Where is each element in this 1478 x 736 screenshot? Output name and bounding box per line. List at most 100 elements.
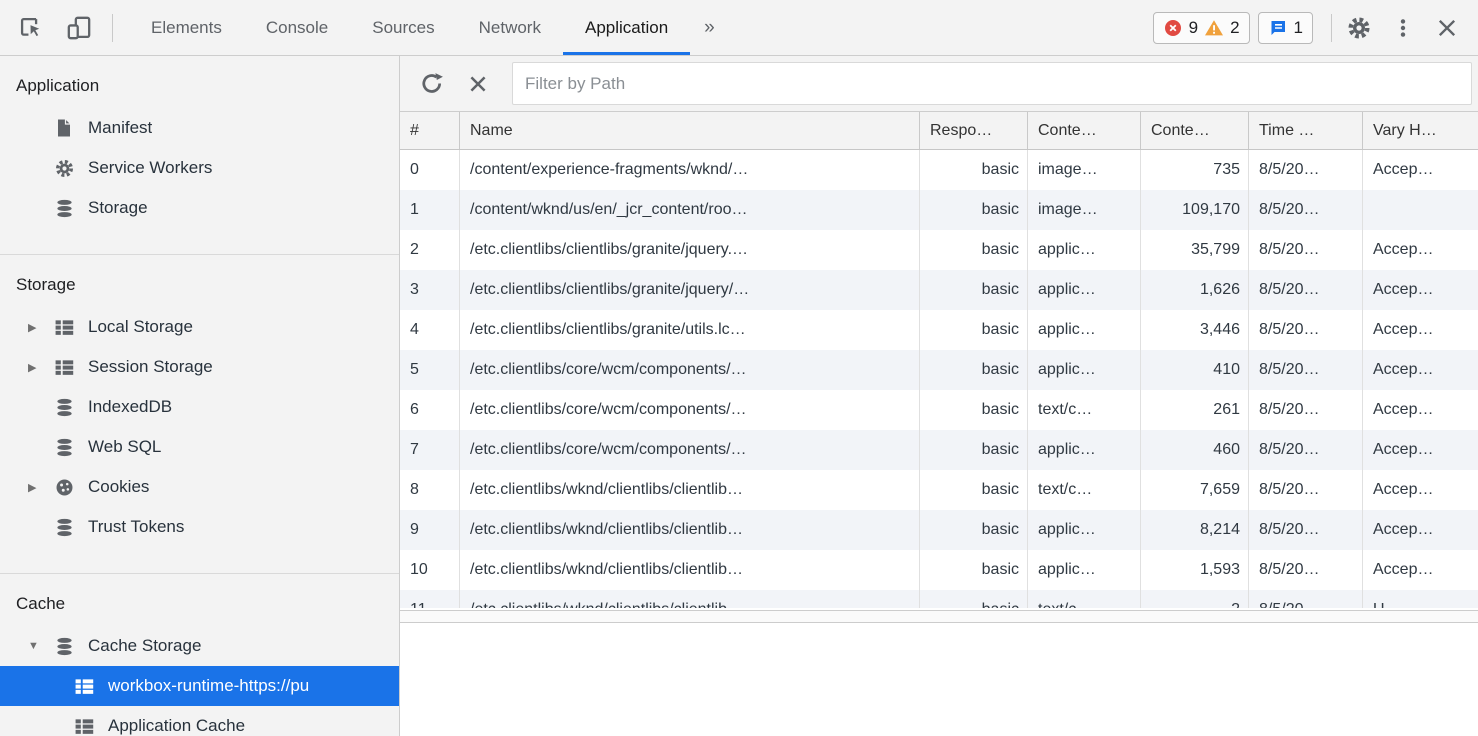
toolbar-divider: [1331, 13, 1332, 42]
table-row[interactable]: 6/etc.clientlibs/core/wcm/components/…ba…: [400, 390, 1478, 430]
inspect-icon[interactable]: [14, 11, 48, 45]
table-row[interactable]: 0/content/experience-fragments/wknd/…bas…: [400, 150, 1478, 190]
table-row[interactable]: 11/etc.clientlibs/wknd/clientlibs/client…: [400, 590, 1478, 608]
section-title: Application: [16, 76, 100, 95]
table-row[interactable]: 10/etc.clientlibs/wknd/clientlibs/client…: [400, 550, 1478, 590]
cell: text/c…: [1028, 470, 1141, 510]
cell: Accep…: [1373, 321, 1434, 338]
clear-icon[interactable]: [460, 66, 496, 102]
cell: 5: [400, 350, 460, 390]
sidebar-item-storage[interactable]: Storage: [0, 188, 399, 228]
table-icon: [54, 317, 76, 337]
sidebar-item-cache-storage[interactable]: ▼Cache Storage: [0, 626, 399, 666]
sidebar-item-session-storage[interactable]: ▶Session Storage: [0, 347, 399, 387]
message-count: 1: [1293, 17, 1303, 37]
cell: basic: [920, 190, 1028, 230]
cell: 7: [400, 430, 460, 470]
cell: /etc.clientlibs/wknd/clientlibs/clientli…: [460, 510, 920, 550]
table-row[interactable]: 2/etc.clientlibs/clientlibs/granite/jque…: [400, 230, 1478, 270]
triangle-down-icon[interactable]: ▼: [28, 640, 39, 652]
sidebar-item-label: workbox-runtime-https://pu: [108, 676, 310, 695]
cell: 0: [400, 150, 460, 190]
database-icon: [54, 198, 76, 218]
cell: image…: [1028, 150, 1141, 190]
triangle-right-icon[interactable]: ▶: [28, 481, 37, 494]
cell: 3: [400, 270, 460, 310]
console-errors-badge[interactable]: 9 2: [1152, 11, 1250, 44]
cell: basic: [920, 550, 1028, 590]
database-icon: [54, 437, 76, 457]
table-row[interactable]: 4/etc.clientlibs/clientlibs/granite/util…: [400, 310, 1478, 350]
cell: 8/5/20…: [1249, 230, 1363, 270]
horizontal-scrollbar[interactable]: [400, 610, 1478, 623]
cell: 8/5/20…: [1249, 550, 1363, 590]
warning-icon: [1204, 18, 1224, 38]
cell: 735: [1141, 150, 1249, 190]
sidebar-item-local-storage[interactable]: ▶Local Storage: [0, 307, 399, 347]
sidebar-item-manifest[interactable]: Manifest: [0, 108, 399, 148]
triangle-right-icon[interactable]: ▶: [28, 361, 37, 374]
cell: /etc.clientlibs/clientlibs/granite/jquer…: [460, 270, 920, 310]
column-header-0[interactable]: #: [400, 112, 460, 149]
sidebar-item-web-sql[interactable]: Web SQL: [0, 427, 399, 467]
tab-sources[interactable]: Sources: [372, 17, 435, 37]
refresh-icon[interactable]: [414, 66, 450, 102]
tab-elements[interactable]: Elements: [151, 17, 222, 37]
table-row[interactable]: 5/etc.clientlibs/core/wcm/components/…ba…: [400, 350, 1478, 390]
sidebar-item-cookies[interactable]: ▶ Cookies: [0, 467, 399, 507]
cell: U…: [1363, 590, 1478, 608]
cell: 8/5/20…: [1249, 470, 1363, 510]
table-row[interactable]: 9/etc.clientlibs/wknd/clientlibs/clientl…: [400, 510, 1478, 550]
cell: Accep…: [1373, 561, 1434, 578]
column-header-2[interactable]: Respo…: [920, 112, 1028, 149]
issues-badge[interactable]: 1: [1257, 11, 1313, 44]
column-header-5[interactable]: Time …: [1249, 112, 1363, 149]
sidebar-item-service-workers[interactable]: Service Workers: [0, 148, 399, 188]
sidebar-item-indexeddb[interactable]: IndexedDB: [0, 387, 399, 427]
cell: /etc.clientlibs/core/wcm/components/…: [460, 430, 920, 470]
table-row[interactable]: 8/etc.clientlibs/wknd/clientlibs/clientl…: [400, 470, 1478, 510]
gear-icon[interactable]: [1342, 11, 1376, 45]
cell: basic: [920, 310, 1028, 350]
sidebar-item-label: Cookies: [88, 477, 150, 496]
cell: 2: [400, 230, 460, 270]
error-count: 9: [1188, 17, 1199, 37]
kebab-menu-icon[interactable]: [1386, 11, 1420, 45]
sidebar-item-application-cache[interactable]: Application Cache: [0, 706, 399, 736]
filter-toolbar: [400, 56, 1478, 112]
table-row[interactable]: 7/etc.clientlibs/core/wcm/components/…ba…: [400, 430, 1478, 470]
sidebar-item-label: Service Workers: [88, 158, 213, 177]
cell: 9: [400, 510, 460, 550]
cell: Accep…: [1373, 161, 1434, 178]
filter-by-path-input[interactable]: [512, 62, 1472, 105]
cell: applic…: [1028, 550, 1141, 590]
cell: image…: [1028, 190, 1141, 230]
cell: 8/5/20…: [1249, 510, 1363, 550]
cell: 460: [1141, 430, 1249, 470]
cell: applic…: [1028, 310, 1141, 350]
cell: 261: [1141, 390, 1249, 430]
close-icon[interactable]: [1430, 11, 1464, 45]
column-header-1[interactable]: Name: [460, 112, 920, 149]
table-row[interactable]: 1/content/wknd/us/en/_jcr_content/roo…ba…: [400, 190, 1478, 230]
device-toolbar-icon[interactable]: [62, 11, 96, 45]
triangle-right-icon[interactable]: ▶: [28, 321, 37, 334]
cell: /etc.clientlibs/clientlibs/granite/utils…: [460, 310, 920, 350]
table-row[interactable]: 3/etc.clientlibs/clientlibs/granite/jque…: [400, 270, 1478, 310]
tab-network[interactable]: Network: [478, 17, 541, 37]
column-header-3[interactable]: Conte…: [1028, 112, 1141, 149]
cell: 8/5/20…: [1249, 430, 1363, 470]
tab-application[interactable]: Application: [562, 0, 691, 55]
tab-console[interactable]: Console: [265, 17, 329, 37]
sidebar-item-workbox-runtime-https-pu[interactable]: workbox-runtime-https://pu: [0, 666, 399, 706]
cell: 7,659: [1141, 470, 1249, 510]
column-header-6[interactable]: Vary H…: [1373, 121, 1437, 139]
sidebar-item-trust-tokens[interactable]: Trust Tokens: [0, 507, 399, 547]
more-tabs-chevron[interactable]: »: [704, 16, 715, 38]
cell: 109,170: [1141, 190, 1249, 230]
column-header-4[interactable]: Conte…: [1141, 112, 1249, 149]
